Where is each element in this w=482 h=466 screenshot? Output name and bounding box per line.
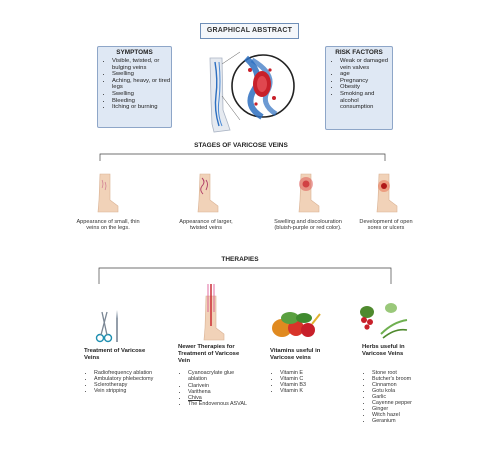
stage-1-caption: Appearance of small, thin veins on the l…: [76, 219, 140, 232]
list-item: Radiofrequency ablation: [94, 370, 154, 376]
stage-3-caption: Swelling and discolouration (bluish-purp…: [274, 219, 342, 232]
list-item: Gotu kola: [372, 388, 428, 394]
stages-title: STAGES OF VARICOSE VEINS: [194, 142, 288, 149]
stage-4-leg-icon: [376, 173, 398, 213]
list-item: Garlic: [372, 394, 428, 400]
list-item: Smoking and alcohol consumption: [340, 91, 392, 111]
list-item: Swelling: [112, 71, 171, 78]
symptoms-panel: SYMPTOMS Visible, twisted, or bulging ve…: [97, 46, 172, 128]
list-item: Obesity: [340, 84, 392, 91]
stage-2-caption: Appearance of larger, twisted veins: [179, 219, 233, 232]
list-item: Cyanoacrylate glue ablation: [188, 370, 250, 382]
list-item: Pregnancy: [340, 78, 392, 85]
list-item: Weak or damaged vein valves: [340, 58, 392, 71]
list-item: The Endovenous ASVAL: [188, 401, 250, 407]
stage-2-leg-icon: [197, 173, 219, 213]
stage-4-caption: Development of open sores or ulcers: [359, 219, 413, 232]
list-item: Stone root: [372, 370, 428, 376]
therapies-bracket: [98, 267, 392, 284]
list-item: Visible, twisted, or bulging veins: [112, 58, 171, 71]
list-item: Vitamin E: [280, 370, 336, 376]
symptoms-title: SYMPTOMS: [116, 49, 153, 56]
therapy-column-title: Treatment of Varicose Veins: [84, 348, 146, 361]
list-item: Ambulatory phlebectomy: [94, 376, 154, 382]
therapy-list: Cyanoacrylate glue ablation Clarivein Va…: [178, 370, 250, 407]
list-item: Clarivein: [188, 383, 250, 389]
therapy-column-herbs: Herbs useful in Varicose Veins Stone roo…: [362, 344, 428, 424]
list-item: Varithena: [188, 389, 250, 395]
therapy-column-treatment: Treatment of Varicose Veins Radiofrequen…: [84, 348, 154, 394]
therapy-column-title: Newer Therapies for Treatment of Varicos…: [178, 344, 240, 364]
stage-1-leg-icon: [97, 173, 119, 213]
therapy-list: Stone root Butcher's broom Cinnamon Gotu…: [362, 370, 428, 425]
list-item: Witch hazel: [372, 412, 428, 418]
symptoms-list: Visible, twisted, or bulging veins Swell…: [98, 58, 171, 111]
list-item: Chiva: [188, 395, 250, 401]
list-item: Ginger: [372, 406, 428, 412]
list-item: Swelling: [112, 91, 171, 98]
therapy-column-title: Vitamins useful in Varicose veins: [270, 348, 321, 361]
list-item: Vitamin C: [280, 376, 336, 382]
therapies-title: THERAPIES: [221, 256, 259, 263]
list-item: age: [340, 71, 392, 78]
list-item: Aching, heavy, or tired legs: [112, 78, 171, 91]
list-item: Geranium: [372, 418, 428, 424]
risk-factors-list: Weak or damaged vein valves age Pregnanc…: [326, 58, 392, 111]
therapy-column-title: Herbs useful in Varicose Veins: [362, 344, 405, 357]
therapy-column-vitamins: Vitamins useful in Varicose veins Vitami…: [270, 348, 336, 394]
list-item: Sclerotherapy: [94, 382, 154, 388]
herbs-icon: [360, 303, 408, 339]
list-item: Bleeding: [112, 98, 171, 105]
list-item: Vein stripping: [94, 388, 154, 394]
therapy-column-newer: Newer Therapies for Treatment of Varicos…: [178, 344, 250, 407]
therapy-list: Vitamin E Vitamin C Vitamin B3 Vitamin K: [270, 370, 336, 394]
list-item: Itching or burning: [112, 104, 171, 111]
list-item: Cayenne pepper: [372, 400, 428, 406]
risk-factors-title: RISK FACTORS: [335, 49, 383, 56]
vegetables-icon: [272, 312, 321, 337]
list-item: Vitamin B3: [280, 382, 336, 388]
stages-bracket: [99, 153, 386, 161]
therapy-list: Radiofrequency ablation Ambulatory phleb…: [84, 370, 154, 394]
surgical-instruments-icon: [95, 310, 118, 343]
list-item: Butcher's broom: [372, 376, 428, 382]
catheter-leg-icon: [203, 284, 225, 341]
list-item: Cinnamon: [372, 382, 428, 388]
list-item: Vitamin K: [280, 388, 336, 394]
risk-factors-panel: RISK FACTORS Weak or damaged vein valves…: [325, 46, 393, 130]
page-title: GRAPHICAL ABSTRACT: [200, 23, 299, 39]
vein-magnification-illustration: [209, 51, 295, 133]
stage-3-leg-icon: [298, 173, 320, 213]
